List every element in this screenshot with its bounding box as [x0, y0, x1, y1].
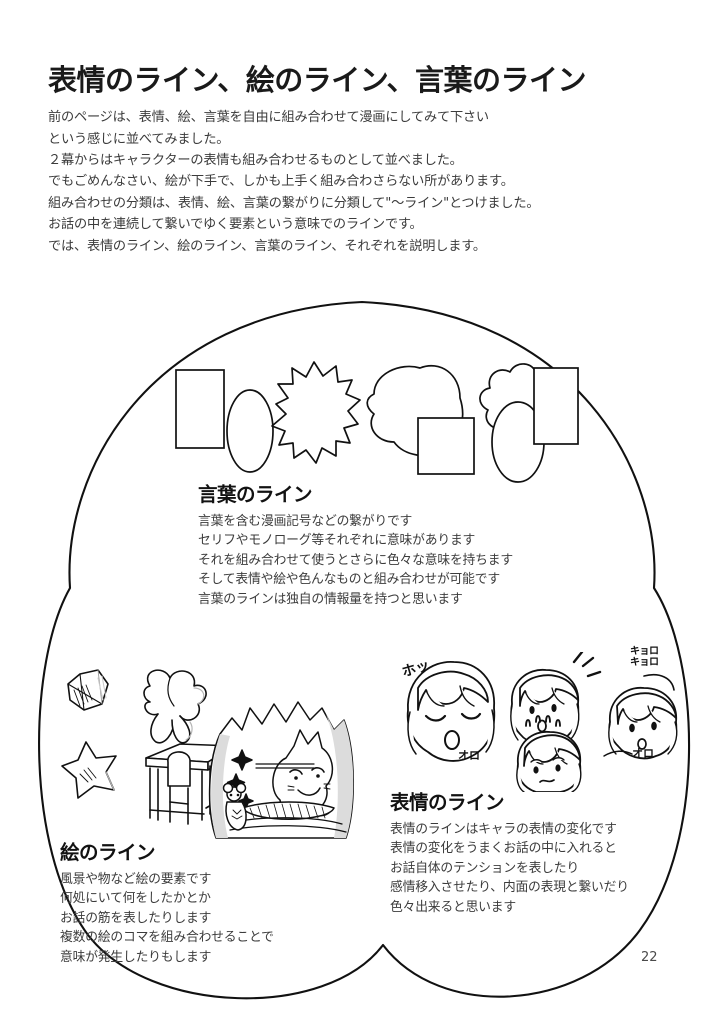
- e-line-2: 何処にいて何をしたかとか: [60, 891, 211, 907]
- faces-group: [392, 652, 682, 792]
- page-title: 表情のライン、絵のライン、言葉のライン: [48, 63, 587, 97]
- kotoba-line-2: セリフやモノローグ等それぞれに意味があります: [198, 533, 476, 549]
- kotoba-line-3: それを組み合わせて使うとさらに色々な意味を持ちます: [198, 552, 513, 568]
- section-heading-e: 絵のライン: [60, 841, 156, 864]
- cat-cave-scene: [198, 690, 363, 842]
- intro-line-4: でもごめんなさい、絵が下手で、しかも上手く組み合わさらない所があります。: [48, 174, 514, 190]
- kotoba-line-5: 言葉のラインは独自の情報量を持つと思います: [198, 591, 463, 607]
- face-looking-around: [603, 674, 678, 760]
- intro-line-3: ２幕からはキャラクターの表情も組み合わせるものとして並べました。: [48, 153, 463, 168]
- face-surprised: [510, 669, 580, 746]
- intro-line-1: 前のページは、表情、絵、言葉を自由に組み合わせて漫画にしてみて下さい: [48, 110, 489, 126]
- intro-line-2: という感じに並べてみました。: [48, 131, 230, 147]
- sfx-oro-left: オロ: [458, 749, 480, 762]
- ribbon-bow-icon: [143, 669, 207, 744]
- hyojo-line-1: 表情のラインはキャラの表情の変化です: [390, 822, 617, 837]
- section-heading-kotoba: 言葉のライン: [198, 483, 313, 506]
- ellipse-balloon-1: [226, 389, 274, 473]
- page-number: 22: [641, 950, 658, 965]
- face-relieved: [406, 661, 496, 762]
- intro-line-7: では、表情のライン、絵のライン、言葉のライン、それぞれを説明します。: [48, 238, 486, 254]
- intro-line-6: お話の中を連続して繋いでゆく要素という意味でのラインです。: [48, 217, 423, 233]
- fluster-marks-icon: [525, 715, 561, 727]
- e-line-4: 複数の絵のコマを組み合わせることで: [60, 930, 274, 946]
- kotoba-line-1: 言葉を含む漫画記号などの繋がりです: [198, 514, 413, 529]
- face-flustered: [516, 731, 582, 792]
- hyojo-line-4: 感情移入させたり、内面の表現と繋いだり: [390, 880, 629, 896]
- header-text-block: 表情のライン、絵のライン、言葉のライン 前のページは、表情、絵、言葉を自由に組み…: [48, 62, 688, 257]
- burst-balloon: [271, 361, 361, 464]
- e-line-3: お話の筋を表したりします: [60, 910, 212, 926]
- gem-icon: [67, 669, 109, 711]
- rectangle-balloon-2: [533, 367, 579, 445]
- e-line-5: 意味が発生したりもします: [60, 949, 212, 965]
- square-balloon: [417, 417, 475, 475]
- mouse-figure: [222, 782, 247, 831]
- e-line-1: 風景や物など絵の要素です: [60, 872, 212, 887]
- kotoba-line-4: そして表情や絵や色んなものと組み合わせが可能です: [198, 572, 500, 588]
- hyojo-line-3: お話自体のテンションを表したり: [390, 860, 579, 876]
- sfx-oro-right: オロ: [632, 747, 654, 760]
- section-kotoba-no-line: 言葉のライン 言葉を含む漫画記号などの繋がりです セリフやモノローグ等それぞれに…: [198, 478, 513, 609]
- hyojo-line-2: 表情の変化をうまくお話の中に入れると: [390, 841, 617, 857]
- section-e-no-line: 絵のライン 風景や物など絵の要素です 何処にいて何をしたかとか お話の筋を表した…: [60, 836, 274, 967]
- hyojo-line-5: 色々出来ると思います: [390, 899, 516, 915]
- section-hyojo-no-line: 表情のライン 表情のラインはキャラの表情の変化です 表情の変化をうまくお話の中に…: [390, 786, 629, 917]
- surprise-marks-icon: [572, 652, 602, 678]
- speech-balloon-shapes-group: [168, 358, 588, 488]
- intro-line-5: 組み合わせの分類は、表情、絵、言葉の繋がりに分類して"〜ライン"とつけました。: [48, 195, 540, 211]
- sfx-kyorokyoro: キョロ キョロ: [630, 646, 659, 668]
- rectangle-balloon-1: [175, 369, 225, 449]
- section-heading-hyojo: 表情のライン: [390, 791, 505, 814]
- star-icon: [61, 741, 117, 799]
